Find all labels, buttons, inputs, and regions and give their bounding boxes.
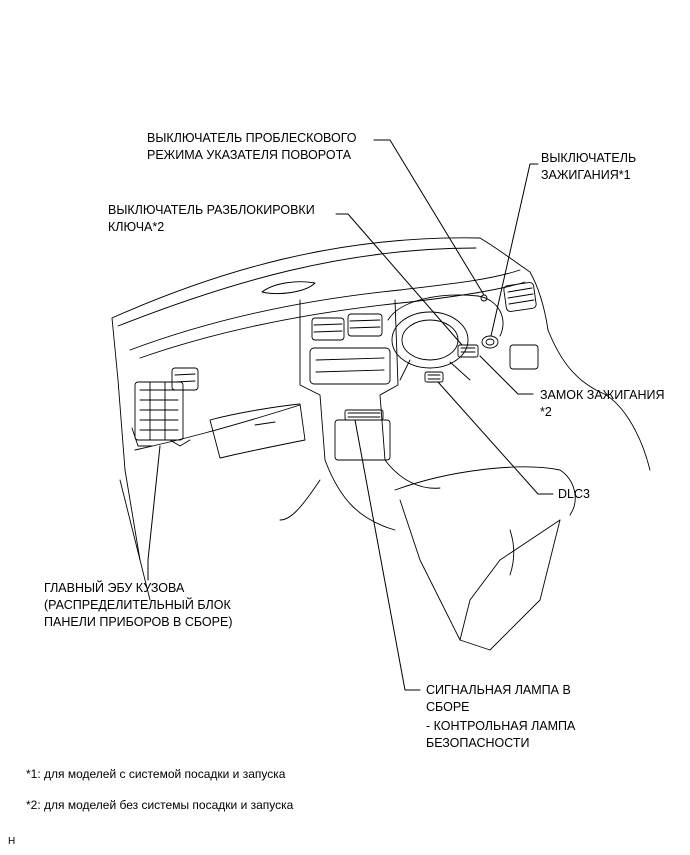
console-body [400,500,560,650]
junction-block-connectors [132,428,190,446]
steering-wheel-inner [402,320,458,360]
center-vent-slats [314,320,380,332]
key-unlock-switch-body [458,345,478,357]
ignition-switch-inner [486,339,494,345]
corner-mark: H [8,836,16,847]
left-dash-lower [135,405,300,450]
junction-block-detail [140,382,178,440]
label-key-unlock-switch: ВЫКЛЮЧАТЕЛЬ РАЗБЛОКИРОВКИ КЛЮЧА*2 [108,203,315,234]
indicator-lamp-housing [345,410,383,420]
meter-hood [388,295,503,336]
center-panel [310,348,390,384]
label-main-body-ecu: ГЛАВНЫЙ ЭБУ КУЗОВА (РАСПРЕДЕЛИТЕЛЬНЫЙ БЛ… [44,581,233,629]
right-lower-panel [510,345,538,369]
junction-block [135,382,183,440]
leader-indicator-lamp [355,420,420,690]
footnote-1: *1: для моделей с системой посадки и зап… [26,767,286,781]
dlc3-detail [428,375,440,379]
center-vent-right [348,314,382,336]
left-vent-slats [175,374,195,382]
right-door [548,330,650,470]
steering-wheel [392,312,468,368]
console-seam [510,530,514,575]
left-kick-panel [120,480,150,600]
windshield-top-edge-2 [118,248,476,326]
right-vent-slats [508,288,534,304]
center-panel-lines [316,358,384,372]
center-stack-outline [300,300,398,460]
label-ignition-switch: ВЫКЛЮЧАТЕЛЬ ЗАЖИГАНИЯ*1 [541,151,637,182]
label-security-lamp: - КОНТРОЛЬНАЯ ЛАМПА БЕЗОПАСНОСТИ [426,719,576,750]
defroster-vent [262,282,315,294]
right-vent [503,282,536,312]
left-vent [172,368,198,390]
footnote-2: *2: для моделей без системы посадки и за… [26,798,294,812]
windshield-top-edge [112,238,480,318]
key-unlock-switch-detail [461,348,475,352]
floor-tunnel [325,460,440,530]
label-dlc3: DLC3 [558,487,590,501]
leader-main-body-ecu [148,446,160,580]
leader-dlc3 [438,382,553,494]
leader-hazard-switch [374,140,484,295]
leader-key-unlock [336,214,462,345]
floor-line [280,480,320,520]
leader-ignition-switch [491,164,538,336]
glove-box-handle [255,422,275,425]
center-lower-box [335,420,390,460]
dlc3-connector [425,372,443,382]
a-pillar-right [480,238,548,330]
dashboard-top [130,270,520,350]
ignition-switch [482,336,498,348]
console-side [460,520,560,640]
glove-box [210,404,305,458]
steering-column [400,360,470,380]
center-vent-left [312,318,344,340]
label-hazard-switch: ВЫКЛЮЧАТЕЛЬ ПРОБЛЕСКОВОГО РЕЖИМА УКАЗАТЕ… [147,131,357,162]
leader-ignition-lock [480,356,533,394]
indicator-lamp-lines [348,413,380,417]
label-ignition-lock: ЗАМОК ЗАЖИГАНИЯ *2 [540,388,665,419]
label-indicator-lamp: СИГНАЛЬНАЯ ЛАМПА В СБОРЕ [426,683,571,714]
dashboard-top-2 [140,282,525,358]
console-top [395,467,575,515]
left-door-frame [112,318,140,560]
